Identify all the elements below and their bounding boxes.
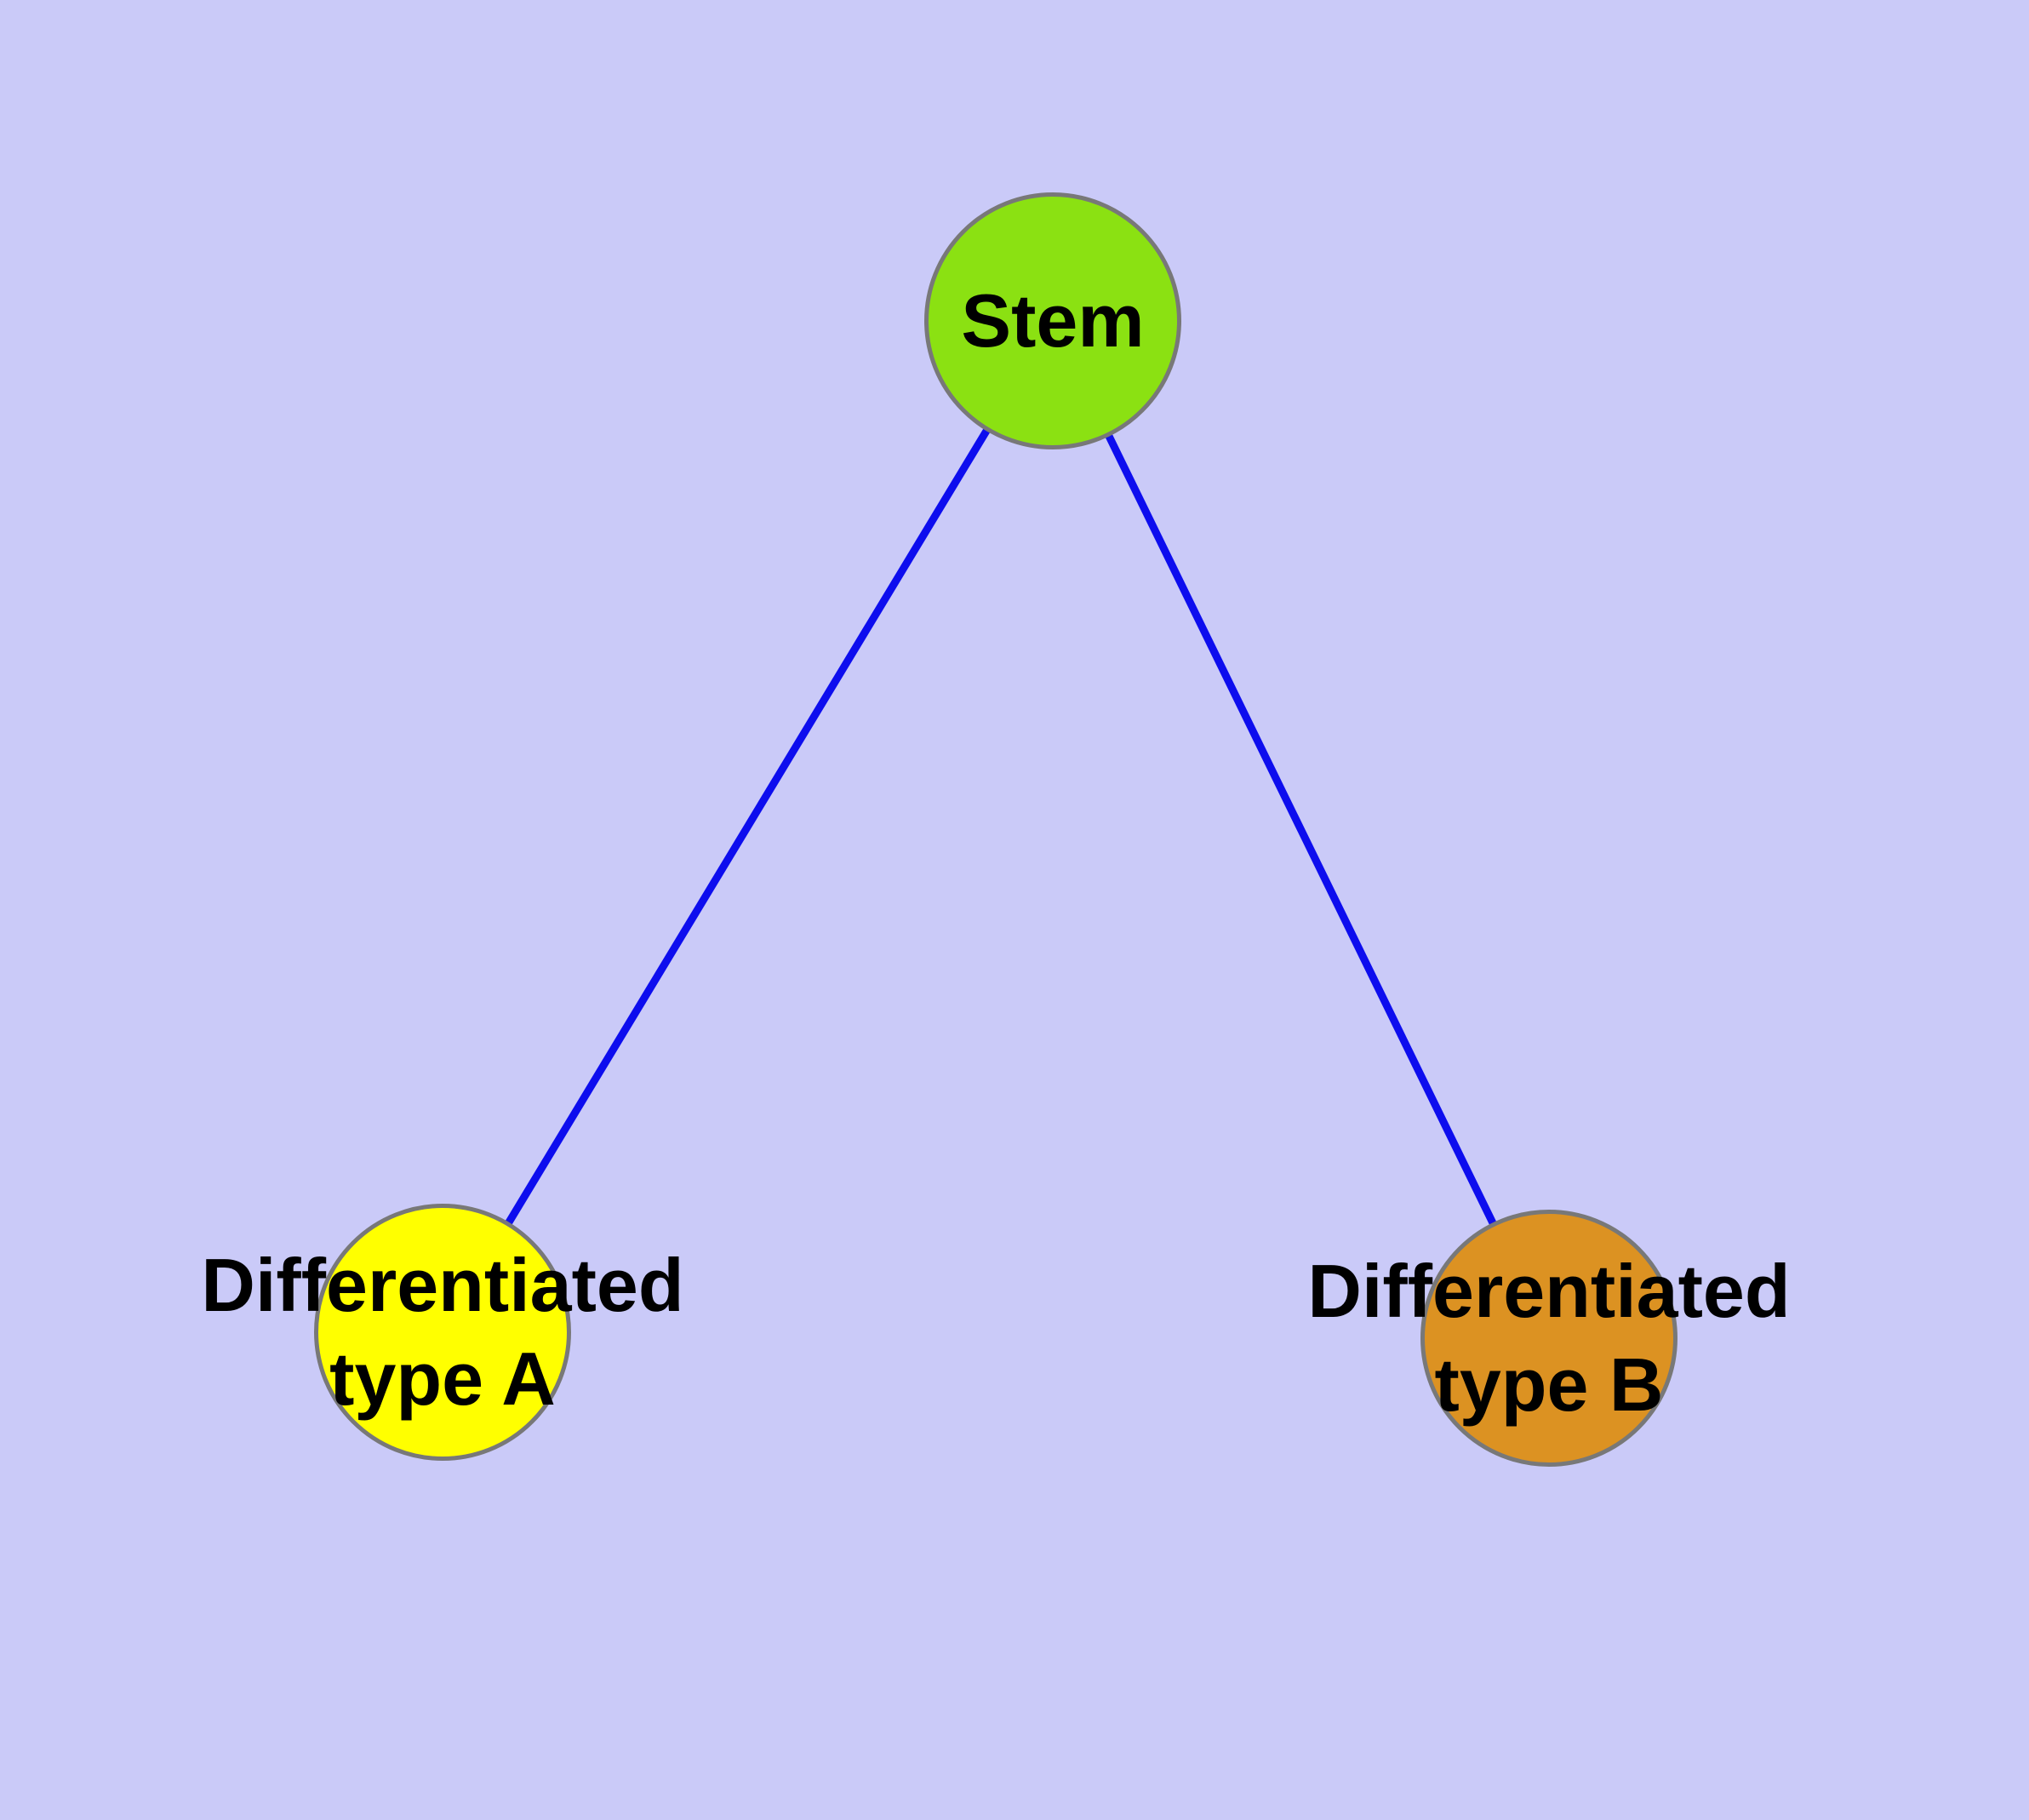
node-differentiated-type-a	[314, 1204, 571, 1461]
node-label-differentiated-type-a: Differentiated type A	[201, 1239, 683, 1426]
node-label-differentiated-type-b: Differentiated type B	[1307, 1245, 1790, 1432]
node-label-stem: Stem	[961, 274, 1144, 368]
node-label-line: type B	[1434, 1342, 1664, 1427]
node-label-line: Differentiated	[1307, 1249, 1791, 1333]
node-stem	[924, 192, 1181, 449]
node-label-line: Stem	[961, 278, 1145, 363]
node-label-line: Differentiated	[201, 1243, 684, 1327]
edge-stem-to-type-a	[439, 318, 1056, 1335]
node-label-line: type A	[329, 1336, 556, 1421]
edge-stem-to-type-b	[1049, 319, 1553, 1340]
node-differentiated-type-b	[1420, 1210, 1677, 1467]
